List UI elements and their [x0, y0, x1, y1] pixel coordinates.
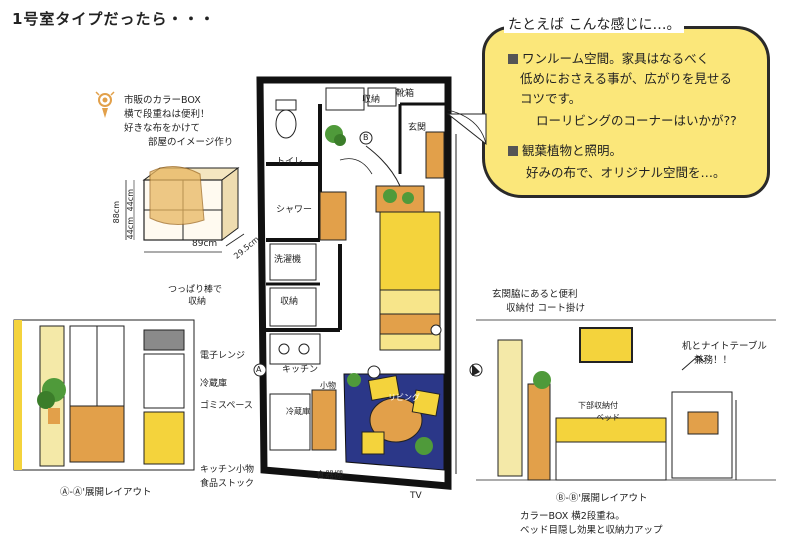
label-toilet: トイレ: [276, 157, 304, 167]
entrance-note-1: 玄関脇にあると便利: [492, 289, 578, 300]
bottom-note-1: カラーBOX 横2段重ね。: [520, 511, 625, 522]
callout-kitchen-goods-2: 食品ストック: [200, 479, 255, 489]
desk-note-2: 兼務！！: [694, 355, 733, 366]
label-storage-mid: 収納: [280, 297, 299, 307]
note-line-5: 観葉植物と照明。: [508, 144, 622, 157]
elevation-a-drawing: [13, 319, 195, 471]
dim-height: 88cm: [111, 201, 121, 224]
dim-width: 89cm: [192, 239, 218, 249]
note-line-6: 好みの布で、オリジナル空間を…。: [526, 165, 726, 180]
callout-fridge: 冷蔵庫: [200, 379, 228, 389]
label-washer: 洗濯機: [274, 255, 302, 265]
colorbox-note-3: 好きな布をかけて: [124, 123, 201, 134]
callout-kitchen-goods-1: キッチン小物: [200, 465, 255, 475]
bottom-note-2: ベッド目隠し効果と収納力アップ: [520, 525, 663, 536]
note-line-2: 低めにおさえる事が、広がりを見せる: [520, 71, 732, 86]
callout-trash: ゴミスペース: [200, 401, 253, 411]
callout-tv: TV: [410, 491, 422, 501]
page-title: 1号室タイプだったら・・・: [12, 10, 216, 28]
lightbulb-icon: [95, 91, 115, 118]
dim-h1: 44cm: [125, 189, 135, 212]
elevation-b-drawing: [476, 319, 776, 481]
label-kitchen: キッチン: [282, 365, 319, 375]
bullet-icon: [508, 146, 518, 156]
callout-tension-rod-1: つっぱり棒で: [168, 285, 223, 295]
colorbox-note-2: 横で段重ねは便利！: [124, 109, 210, 120]
entrance-note-2: 収納付 コート掛け: [506, 303, 586, 314]
callout-dish-shelf: 食器棚: [316, 471, 344, 481]
floor-plan: [253, 76, 487, 490]
label-entrance: 玄関: [408, 123, 427, 133]
dim-h2: 44cm: [125, 217, 135, 240]
note-heading: たとえば こんな感じに…。: [504, 18, 685, 33]
colorbox-drawing: [125, 166, 245, 253]
colorbox-note-1: 市販のカラーBOX: [124, 95, 201, 106]
marker-b-plan: B: [363, 133, 369, 142]
label-storage-top: 収納: [362, 95, 381, 105]
elevation-b-caption: Ⓑ-Ⓑ'展開レイアウト: [556, 493, 648, 504]
label-shower: シャワー: [276, 205, 313, 215]
callout-microwave: 電子レンジ: [200, 351, 246, 361]
colorbox-note-4: 部屋のイメージ作り: [148, 137, 234, 148]
desk-note-1: 机とナイトテーブル: [682, 341, 767, 352]
bullet-icon: [508, 54, 518, 64]
label-fridge-plan: 冷蔵庫: [286, 407, 310, 416]
note-line-3: コツです。: [520, 91, 582, 106]
note-line-1: ワンルーム空間。家具はなるべく: [508, 52, 709, 65]
bed-note-1: 下部収納付: [578, 401, 618, 410]
elevation-a-caption: Ⓐ-Ⓐ'展開レイアウト: [60, 487, 152, 498]
label-living: リビング: [388, 393, 420, 402]
marker-a-plan: A: [256, 365, 262, 374]
label-small-items: 小物: [320, 381, 336, 390]
bed-note-2: ベッド: [596, 413, 620, 422]
label-shoebox: 靴箱: [396, 89, 415, 99]
callout-tension-rod-2: 収納: [188, 297, 207, 307]
tip-note: たとえば こんな感じに…。 ワンルーム空間。家具はなるべく 低めにおさえる事が、…: [474, 12, 774, 198]
note-line-4: ローリビングのコーナーはいかが??: [536, 113, 737, 128]
